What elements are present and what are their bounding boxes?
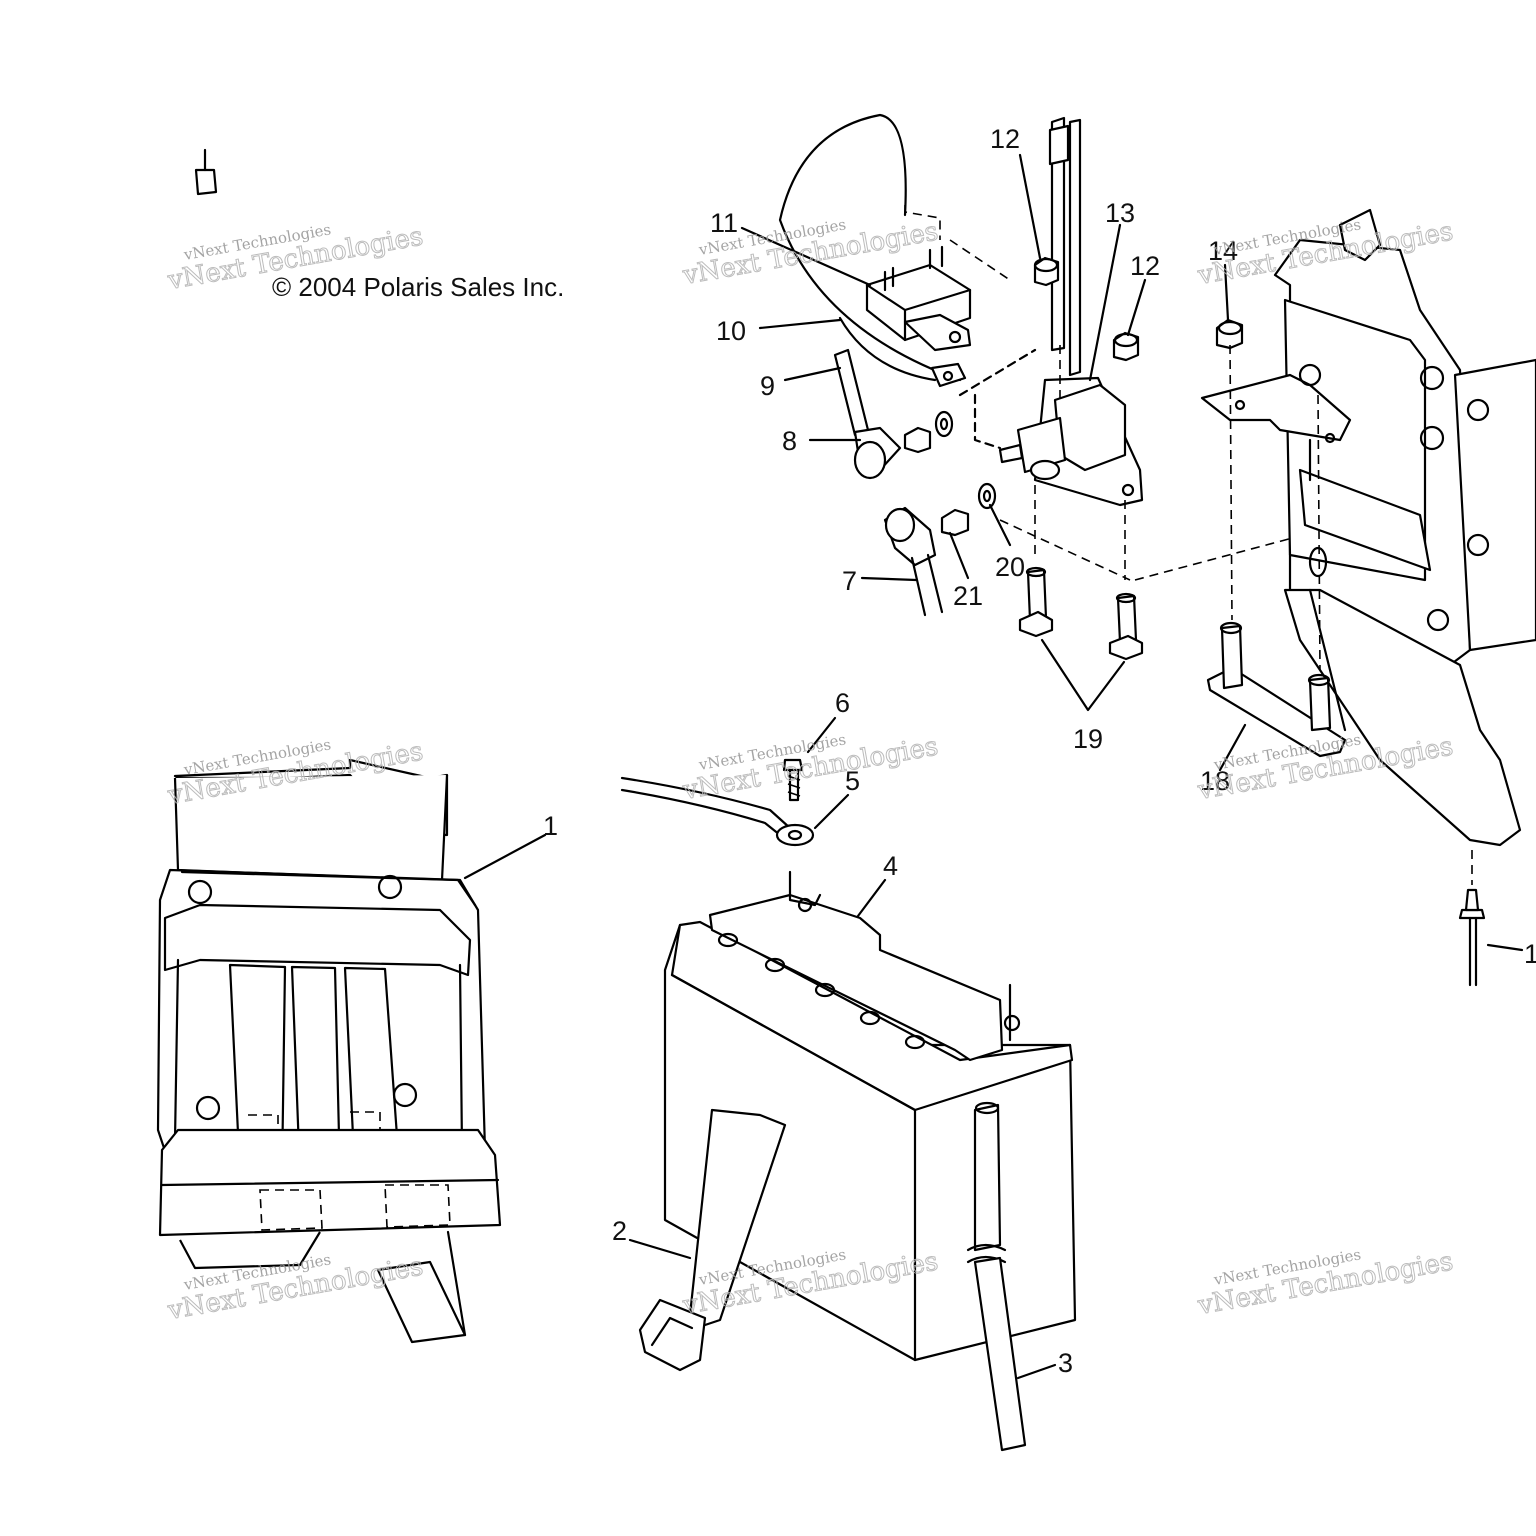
callout-4: 4 xyxy=(883,851,898,881)
callout-21: 21 xyxy=(953,581,983,611)
battery-strap xyxy=(638,1108,787,1372)
callout-12b: 12 xyxy=(1130,251,1160,281)
callout-3: 3 xyxy=(1058,1348,1073,1378)
mount-bolts xyxy=(1018,566,1144,661)
callout-1: 1 xyxy=(543,811,558,841)
regulator-module xyxy=(194,113,1011,388)
rivet xyxy=(1458,850,1486,987)
callout-13: 13 xyxy=(1105,198,1135,228)
vent-tube xyxy=(966,1101,1027,1452)
watermark-9: vNext Technologies vNext Technologies xyxy=(1194,1245,1456,1321)
leader-lines xyxy=(463,153,1524,1380)
stud-plate xyxy=(1206,344,1347,758)
callout-1-right: 1 xyxy=(1524,939,1536,969)
callout-labels: 1 2 3 4 5 6 7 8 9 10 11 12 12 13 14 18 1… xyxy=(543,124,1536,1378)
cable-ends xyxy=(833,348,944,617)
callout-14: 14 xyxy=(1208,236,1238,266)
mounting-bracket xyxy=(1200,208,1536,847)
battery-box xyxy=(156,758,502,1344)
copyright-text: © 2004 Polaris Sales Inc. xyxy=(272,272,564,302)
callout-11: 11 xyxy=(710,208,738,238)
callout-8: 8 xyxy=(782,426,797,456)
starter-solenoid xyxy=(958,116,1361,581)
callout-7: 7 xyxy=(842,566,857,596)
callout-6: 6 xyxy=(835,688,850,718)
callout-10: 10 xyxy=(716,316,746,346)
callout-5: 5 xyxy=(845,766,860,796)
callout-20: 20 xyxy=(995,552,1025,582)
callout-12a: 12 xyxy=(990,124,1020,154)
callout-18: 18 xyxy=(1200,766,1230,796)
watermark-5: vNext Technologies vNext Technologies xyxy=(679,730,941,806)
callout-19: 19 xyxy=(1073,724,1103,754)
callout-2: 2 xyxy=(612,1216,627,1246)
ground-cable xyxy=(620,758,815,847)
hardware-small xyxy=(903,256,1244,537)
callout-9: 9 xyxy=(760,371,775,401)
